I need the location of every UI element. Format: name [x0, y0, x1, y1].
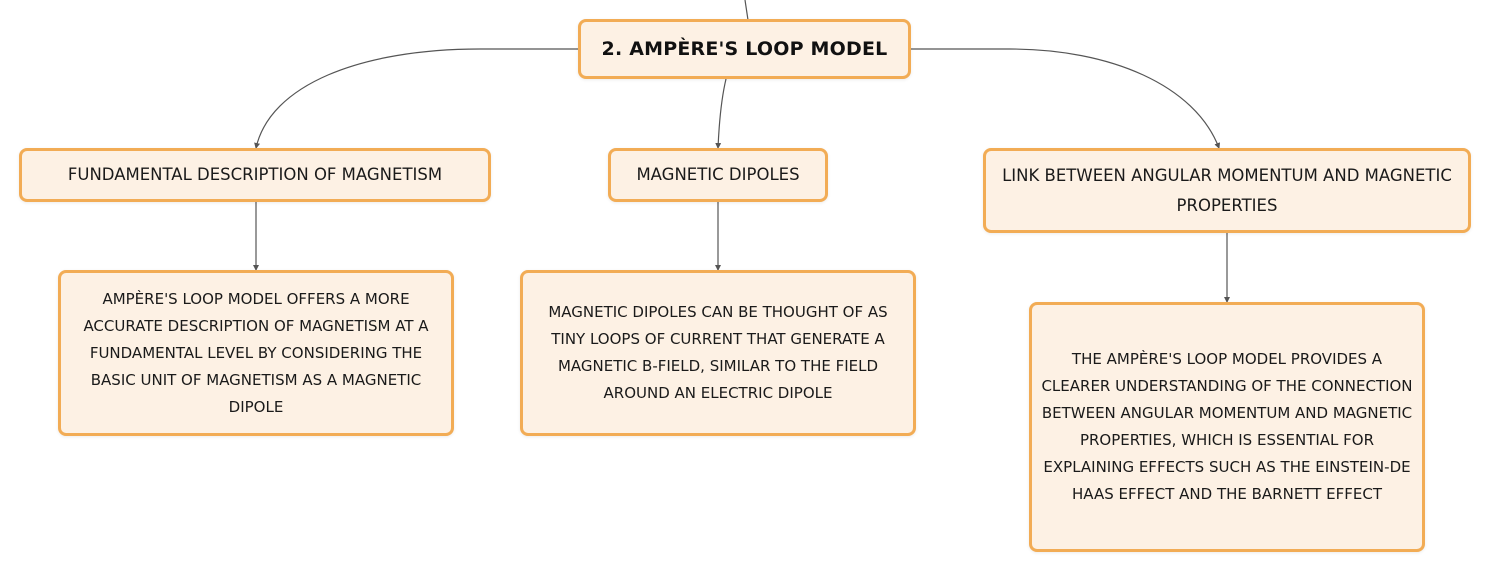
- detail-node-fundamental-description[interactable]: AMPÈRE'S LOOP MODEL OFFERS A MORE ACCURA…: [58, 270, 454, 436]
- root-node-label: 2. AMPÈRE'S LOOP MODEL: [601, 38, 888, 60]
- connector-root-to-topic-3: [911, 48, 1221, 149]
- root-node[interactable]: 2. AMPÈRE'S LOOP MODEL: [578, 19, 911, 79]
- connector-root-to-topic-2: [715, 78, 727, 149]
- detail-node-text: MAGNETIC DIPOLES CAN BE THOUGHT OF AS TI…: [548, 303, 888, 402]
- connector-root-to-topic-1: [254, 48, 578, 149]
- detail-node-magnetic-dipoles[interactable]: MAGNETIC DIPOLES CAN BE THOUGHT OF AS TI…: [520, 270, 916, 436]
- topic-node-label: MAGNETIC DIPOLES: [636, 165, 800, 184]
- connector-parent-to-root: [744, 0, 749, 21]
- topic-node-magnetic-dipoles[interactable]: MAGNETIC DIPOLES: [608, 148, 828, 202]
- topic-node-label: LINK BETWEEN ANGULAR MOMENTUM AND MAGNET…: [1002, 165, 1452, 215]
- topic-node-label: FUNDAMENTAL DESCRIPTION OF MAGNETISM: [67, 165, 443, 184]
- detail-node-text: AMPÈRE'S LOOP MODEL OFFERS A MORE ACCURA…: [83, 289, 429, 416]
- detail-node-angular-momentum-link[interactable]: THE AMPÈRE'S LOOP MODEL PROVIDES A CLEAR…: [1029, 302, 1425, 552]
- topic-node-angular-momentum-link[interactable]: LINK BETWEEN ANGULAR MOMENTUM AND MAGNET…: [983, 148, 1471, 233]
- topic-node-fundamental-description[interactable]: FUNDAMENTAL DESCRIPTION OF MAGNETISM: [19, 148, 491, 202]
- detail-node-text: THE AMPÈRE'S LOOP MODEL PROVIDES A CLEAR…: [1041, 350, 1413, 503]
